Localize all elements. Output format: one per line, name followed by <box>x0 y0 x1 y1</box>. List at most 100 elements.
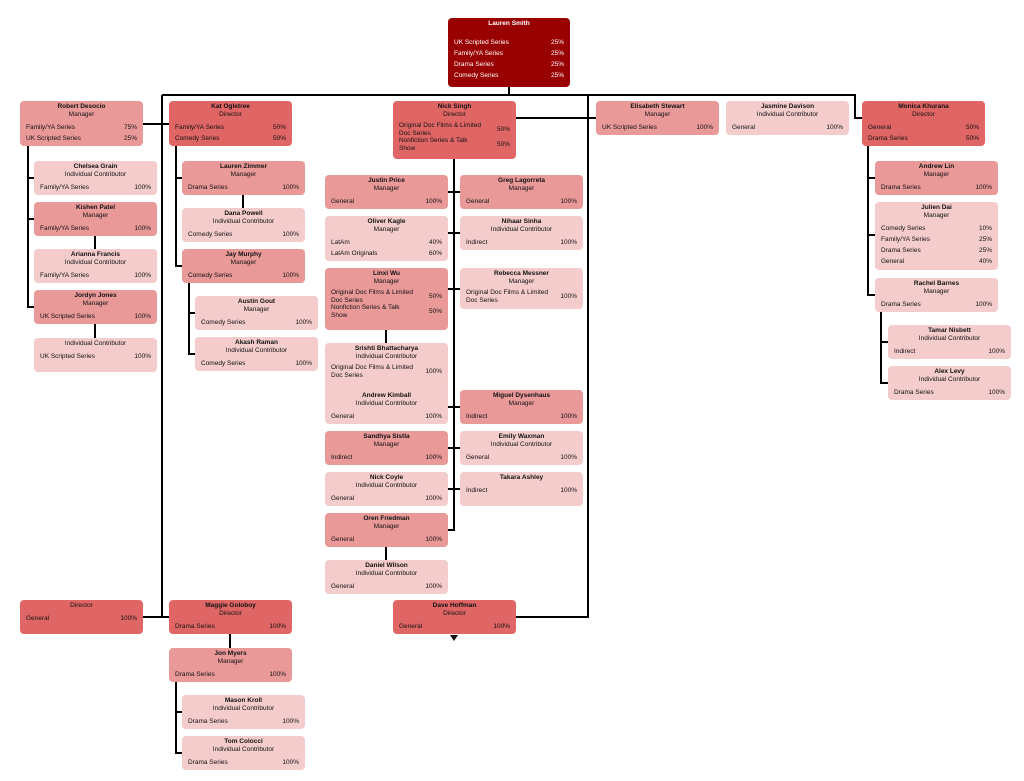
allocation-label: Original Doc Films & Limited Doc Series <box>331 364 413 379</box>
allocation-percent: 50% <box>496 140 510 148</box>
allocation-label: Indirect <box>894 347 916 355</box>
node-title: Manager <box>508 185 535 192</box>
allocation-percent: 100% <box>282 758 299 766</box>
node-title: Individual Contributor <box>212 218 275 225</box>
node-name: Linxi Wu <box>373 270 400 277</box>
allocation-row: Original Doc Films & Limited Doc Series 1… <box>331 364 442 379</box>
allocation-percent: 100% <box>425 412 442 420</box>
node-name: Justin Price <box>368 177 405 184</box>
allocation-percent: 25% <box>550 38 564 46</box>
node-title: Individual Contributor <box>490 226 553 233</box>
node-name: Emily Waxman <box>498 433 545 440</box>
node-title: Individual Contributor <box>918 335 981 342</box>
node-name: Kishen Patel <box>75 204 115 211</box>
node-name: Elisabeth Stewart <box>630 103 685 110</box>
node-title: Manager <box>82 300 109 307</box>
node-title: Manager <box>644 111 671 118</box>
allocation-percent: 100% <box>560 486 577 494</box>
allocation-percent: 100% <box>425 453 442 461</box>
expand-arrow-icon[interactable] <box>450 635 458 641</box>
node-name: Daniel Wilson <box>365 562 408 569</box>
allocation-percent: 100% <box>425 367 442 375</box>
node-title: Manager <box>243 306 270 313</box>
node-name: Austin Gout <box>237 298 276 305</box>
allocation-label: Nonfiction Series & Talk Show <box>331 304 400 319</box>
node-title: Individual Contributor <box>212 705 275 712</box>
allocation-percent: 100% <box>295 359 312 367</box>
node-title: Director <box>443 111 466 118</box>
allocation-label: Indirect <box>466 412 488 420</box>
node-title: Director <box>219 111 242 118</box>
node-name: Sandhya Sistla <box>363 433 410 440</box>
allocation-percent: 100% <box>988 388 1005 396</box>
allocation-label: UK Scripted Series <box>40 312 95 320</box>
node-name: Oliver Kagle <box>367 218 406 225</box>
node-title: Manager <box>82 212 109 219</box>
node-name: Nick Singh <box>437 103 472 110</box>
allocation-label: UK Scripted Series <box>602 123 657 131</box>
node-name: Dana Powell <box>224 210 263 217</box>
allocation-label: Drama Series <box>881 246 921 254</box>
node-title: Individual Contributor <box>756 111 819 118</box>
node-name: Jon Myers <box>214 650 247 657</box>
node-name: Rebecca Messner <box>494 270 549 277</box>
node-title: Individual Contributor <box>355 570 418 577</box>
